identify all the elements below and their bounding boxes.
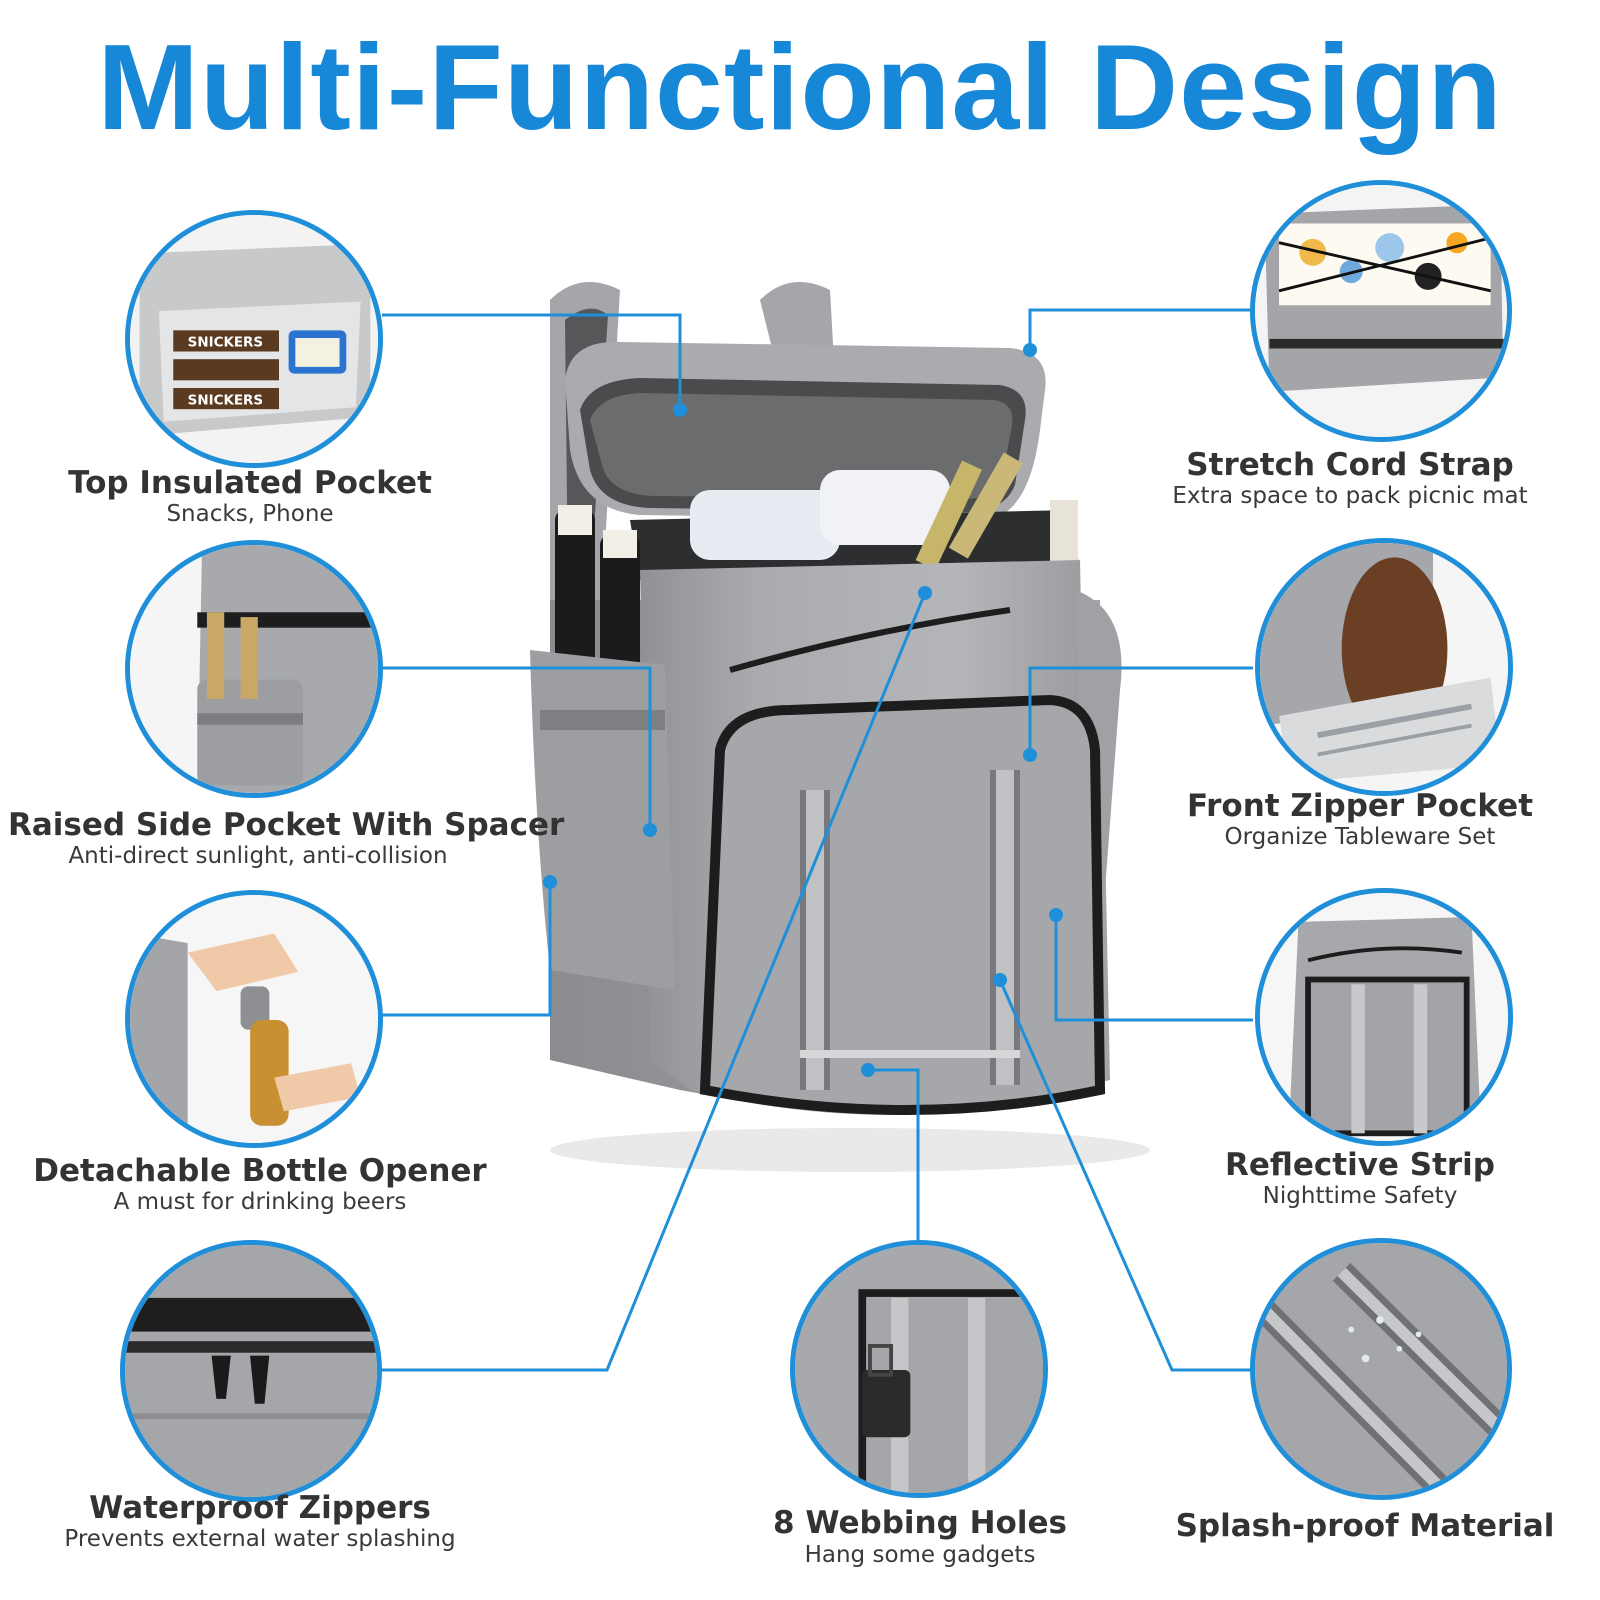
webbing-photo (790, 1240, 1048, 1498)
front-pocket-title: Front Zipper Pocket (1186, 788, 1534, 824)
top-pocket-subtitle: Snacks, Phone (166, 501, 334, 527)
front-pocket-photo (1255, 538, 1513, 796)
bottle-opener-subtitle: A must for drinking beers (113, 1189, 407, 1215)
backpack-illustration (530, 282, 1150, 1172)
zippers-subtitle: Prevents external water splashing (64, 1526, 456, 1552)
webbing-title: 8 Webbing Holes (773, 1505, 1067, 1541)
zippers-title: Waterproof Zippers (89, 1490, 431, 1526)
bottle-opener-title: Detachable Bottle Opener (33, 1153, 487, 1189)
snack-label: SNICKERS (188, 393, 263, 408)
stretch-cord-photo (1250, 180, 1512, 442)
side-pocket-photo (125, 540, 383, 798)
stretch-cord-subtitle: Extra space to pack picnic mat (1172, 483, 1528, 509)
bottle-opener-photo (125, 890, 383, 1148)
reflective-strip-photo (1255, 888, 1513, 1146)
side-pocket-subtitle: Anti-direct sunlight, anti-collision (68, 843, 448, 869)
top-pocket-title: Top Insulated Pocket (68, 465, 432, 501)
side-pocket-title: Raised Side Pocket With Spacer (8, 807, 565, 843)
reflective-title: Reflective Strip (1225, 1147, 1495, 1183)
front-pocket-subtitle: Organize Tableware Set (1224, 824, 1496, 850)
stretch-cord-title: Stretch Cord Strap (1186, 447, 1514, 483)
zipper-photo (120, 1240, 382, 1502)
insulated-pocket-photo: SNICKERS SNICKERS (125, 210, 383, 468)
splash-title: Splash-proof Material (1175, 1508, 1555, 1544)
splash-proof-photo (1250, 1238, 1512, 1500)
reflective-subtitle: Nighttime Safety (1262, 1183, 1458, 1209)
webbing-subtitle: Hang some gadgets (804, 1542, 1036, 1568)
snack-label: SNICKERS (188, 336, 263, 351)
page-title: Multi-Functional Design (97, 19, 1503, 155)
